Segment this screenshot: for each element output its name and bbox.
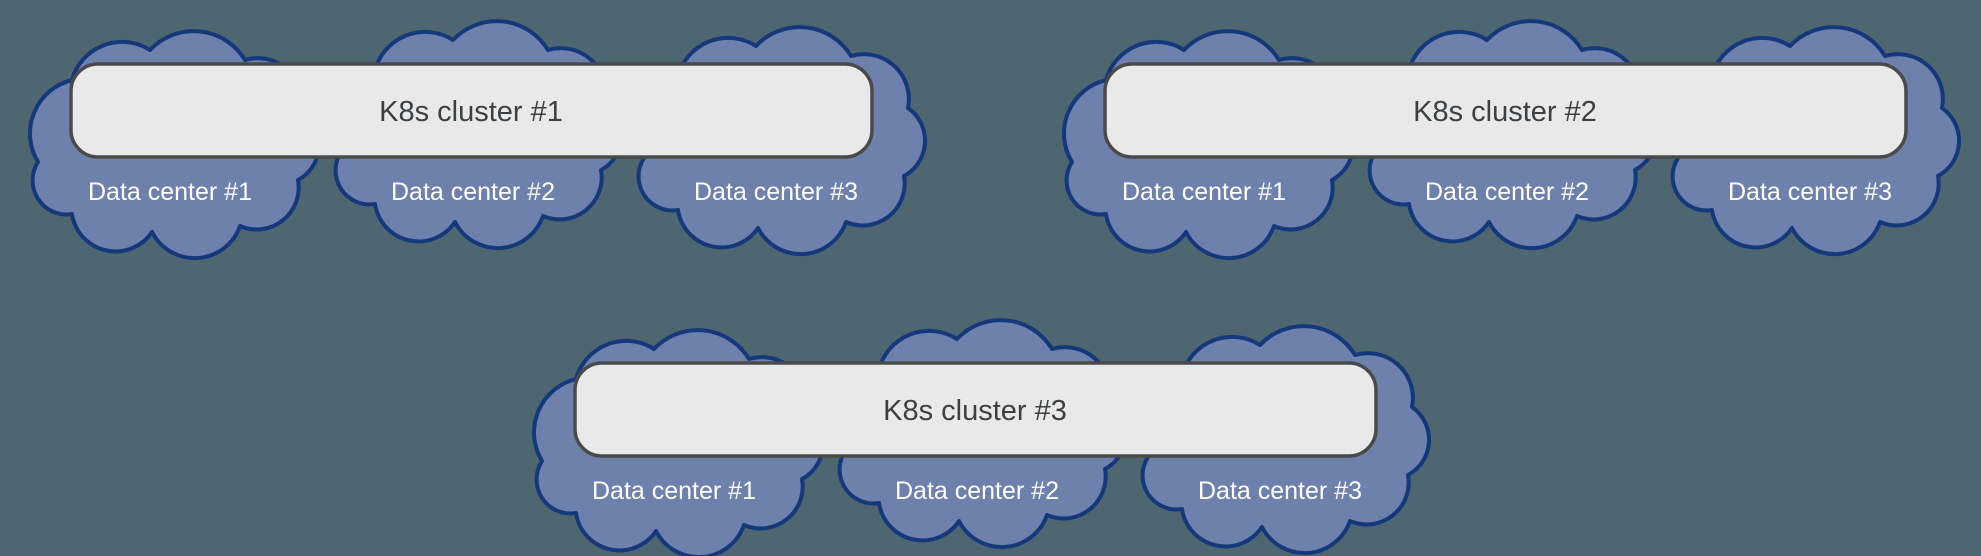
k8s-cluster-label: K8s cluster #1: [379, 96, 563, 128]
k8s-cluster-label: K8s cluster #2: [1413, 96, 1597, 128]
data-center-label: Data center #2: [1425, 178, 1589, 206]
k8s-cluster-box: [1103, 62, 1908, 159]
data-center-label: Data center #3: [1728, 178, 1892, 206]
k8s-cluster-label: K8s cluster #3: [883, 395, 1067, 427]
k8s-cluster-box: [69, 62, 874, 159]
k8s-cluster-box: [573, 361, 1378, 458]
data-center-label: Data center #3: [1198, 477, 1362, 505]
data-center-label: Data center #1: [1122, 178, 1286, 206]
data-center-label: Data center #2: [895, 477, 1059, 505]
data-center-label: Data center #1: [592, 477, 756, 505]
data-center-label: Data center #3: [694, 178, 858, 206]
cluster-group-3: K8s cluster #3 Data center #1 Data cente…: [532, 318, 1432, 556]
data-center-label: Data center #2: [391, 178, 555, 206]
data-center-label: Data center #1: [88, 178, 252, 206]
cluster-group-2: K8s cluster #2 Data center #1 Data cente…: [1062, 19, 1962, 261]
cluster-group-1: K8s cluster #1 Data center #1 Data cente…: [28, 19, 928, 261]
